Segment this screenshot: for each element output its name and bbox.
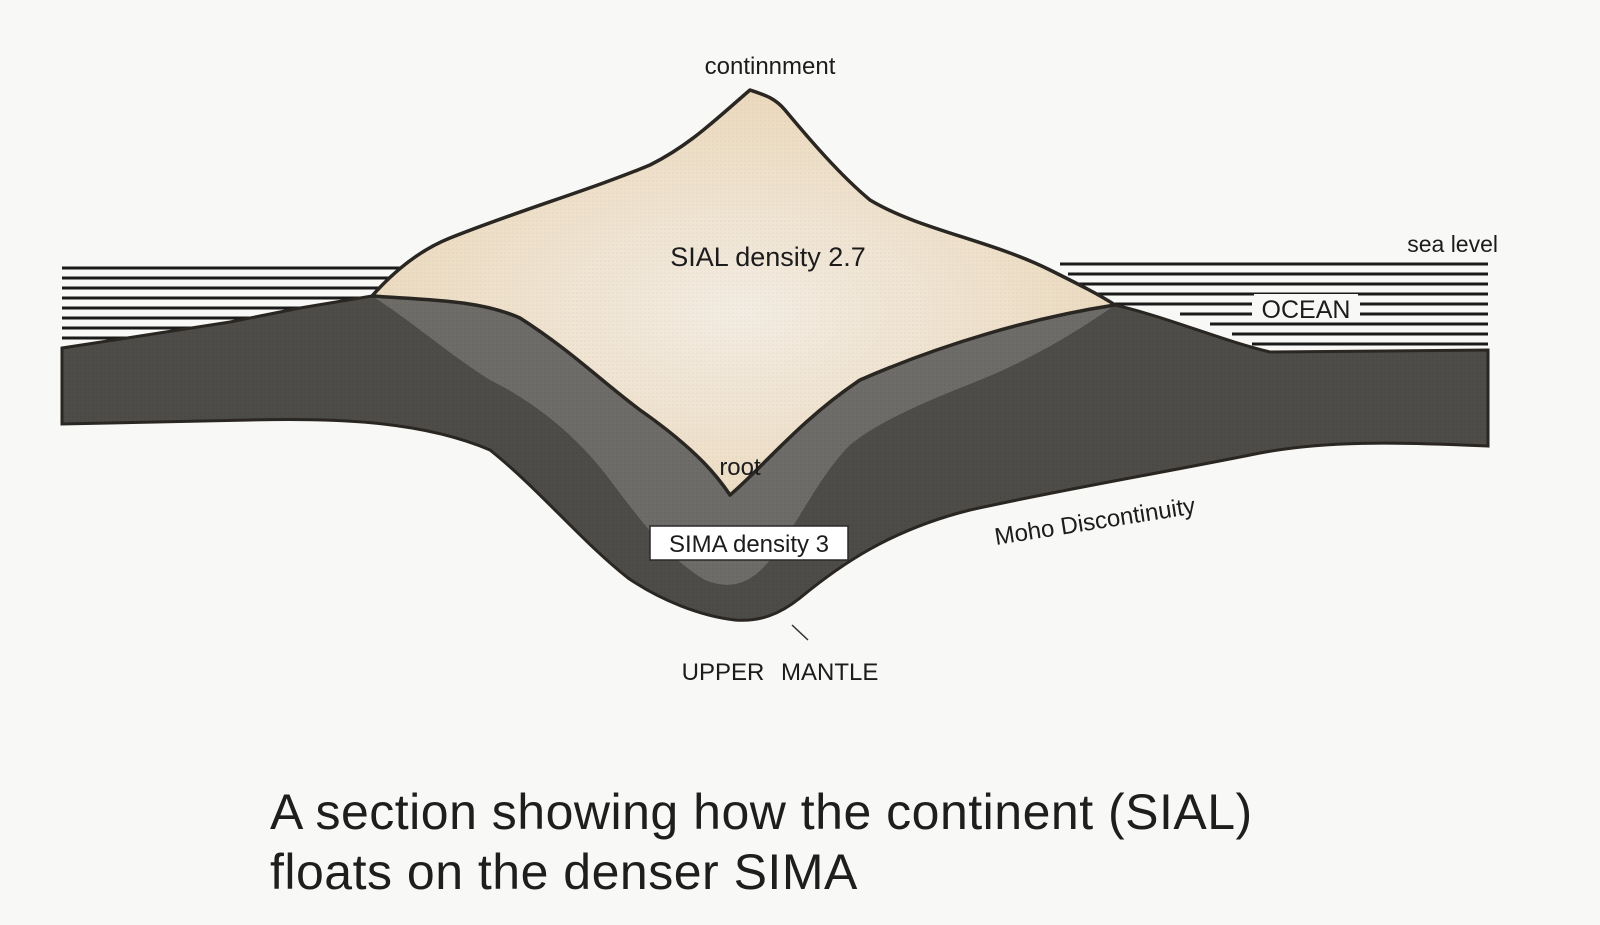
- label-moho: Moho Discontinuity: [993, 493, 1197, 551]
- label-sial: SIAL density 2.7: [670, 242, 866, 272]
- sial-texture: [372, 90, 1115, 495]
- ocean-lines-left: [62, 266, 410, 340]
- label-upper-mantle: UPPER MANTLE: [682, 659, 879, 686]
- ocean-lines-right: [1060, 262, 1488, 346]
- ocean-label-backdrop: [1254, 294, 1358, 322]
- label-sima: SIMA density 3: [669, 531, 829, 558]
- label-continent: continnment: [705, 53, 836, 80]
- label-sea-level: sea level: [1407, 231, 1498, 257]
- figure-caption: A section showing how the continent (SIA…: [270, 782, 1520, 902]
- upper-mantle-pointer: [791, 624, 809, 641]
- caption-line-1: A section showing how the continent (SIA…: [270, 784, 1253, 840]
- label-root: root: [719, 454, 761, 481]
- sima-label-box: [649, 525, 849, 561]
- sima-inner-texture: [372, 296, 1115, 585]
- label-ocean: OCEAN: [1262, 296, 1351, 324]
- caption-line-2: floats on the denser SIMA: [270, 844, 858, 900]
